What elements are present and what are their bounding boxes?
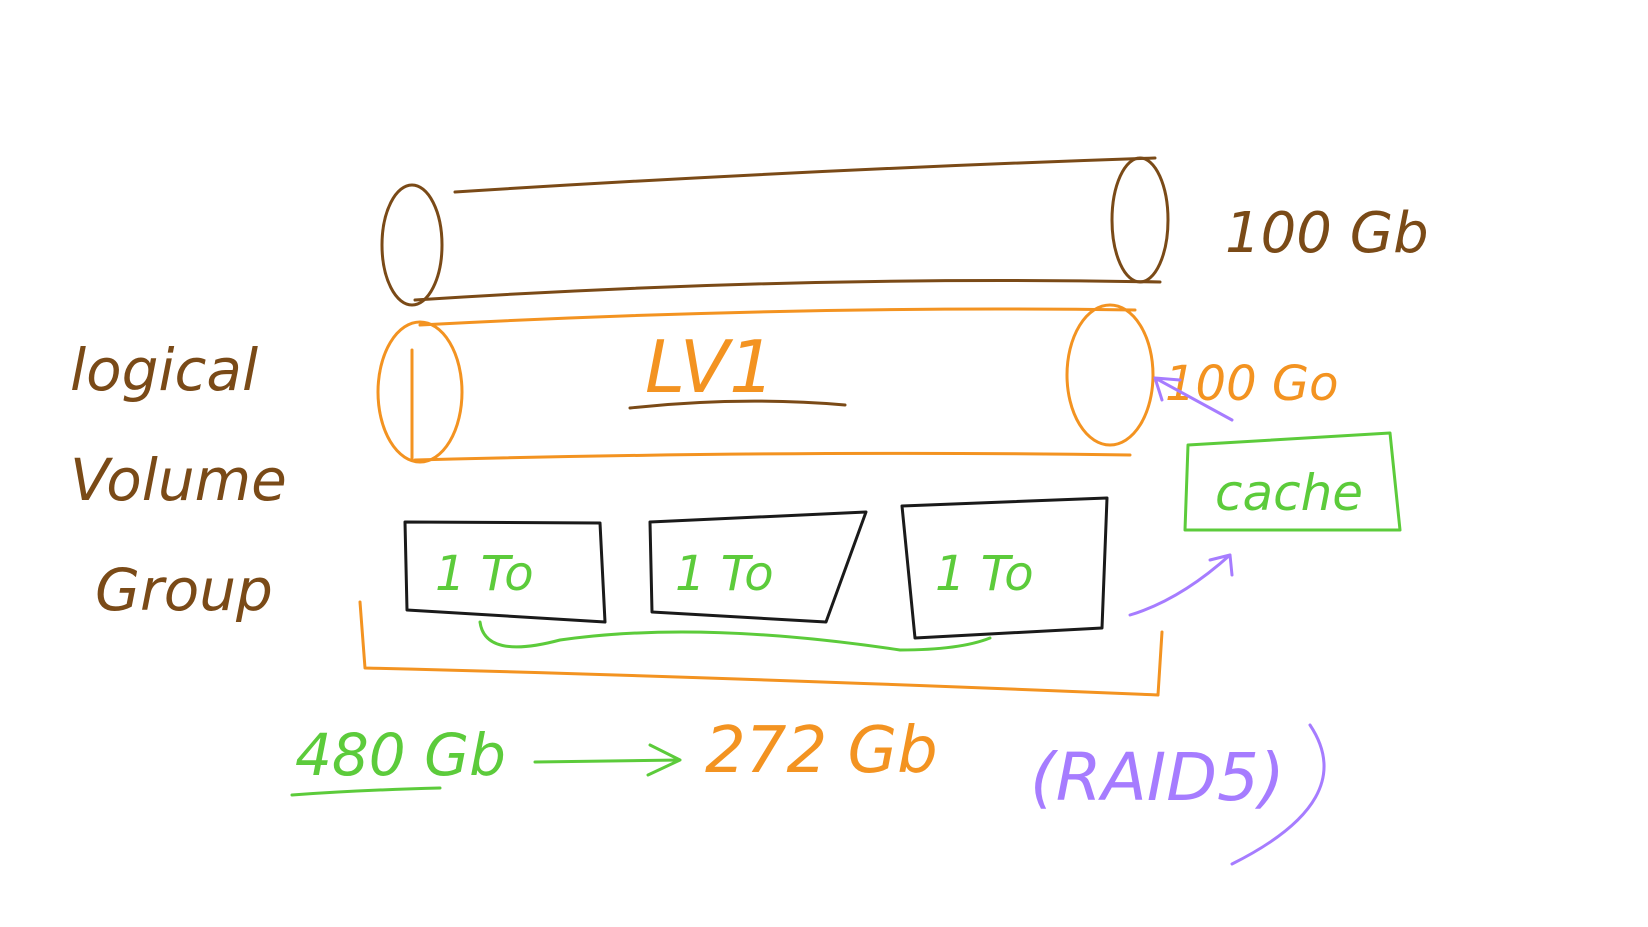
lv-name: LV1	[645, 325, 775, 409]
orange-cylinder-bottom-edge	[413, 451, 1132, 462]
brown-cylinder-bottom-edge	[413, 278, 1162, 302]
brown-cylinder-left-cap	[380, 183, 444, 307]
disk-2-box	[648, 510, 868, 624]
disk-2: 1 To	[648, 510, 868, 624]
lv-name-underline	[628, 399, 847, 410]
orange-cylinder-right-cap	[1065, 303, 1155, 447]
cache-to-lv-arrow	[1153, 376, 1234, 422]
raw-capacity: 480 Gb	[295, 721, 506, 789]
volume-group-orange-brace	[358, 600, 1164, 697]
disk-1-box	[403, 520, 607, 624]
vg-label-line2: Volume	[70, 446, 287, 514]
disk-3-label: 1 To	[935, 546, 1034, 602]
disk-1-label: 1 To	[435, 546, 534, 602]
orange-cylinder	[376, 303, 1155, 464]
disk-1: 1 To	[403, 520, 607, 624]
disks-green-brace	[478, 620, 992, 652]
raw-capacity-underline	[290, 786, 442, 797]
lv-size-top: 100 Gb	[1225, 201, 1429, 266]
usable-capacity: 272 Gb	[705, 714, 938, 788]
disk-2-label: 1 To	[675, 546, 774, 602]
cache-box	[1183, 431, 1402, 532]
raid-label: (RAID5)	[1030, 739, 1285, 816]
disk-3: 1 To	[900, 496, 1109, 640]
disk-3-box	[900, 496, 1109, 640]
vg-label-line3: Group	[95, 556, 273, 624]
brown-cylinder-right-cap	[1110, 156, 1170, 284]
cache-label: cache	[1215, 464, 1363, 522]
capacity-arrow	[533, 743, 682, 777]
lv-size-orange: 100 Go	[1165, 356, 1338, 412]
brown-cylinder	[380, 156, 1170, 307]
raid-paren-swoosh	[1230, 723, 1326, 866]
orange-cylinder-left-cap	[376, 320, 464, 464]
vg-label-line1: logical	[70, 336, 258, 404]
brown-cylinder-top-edge	[453, 156, 1157, 194]
disks-to-cache-arrow	[1128, 553, 1234, 617]
orange-cylinder-top-edge	[418, 307, 1137, 327]
